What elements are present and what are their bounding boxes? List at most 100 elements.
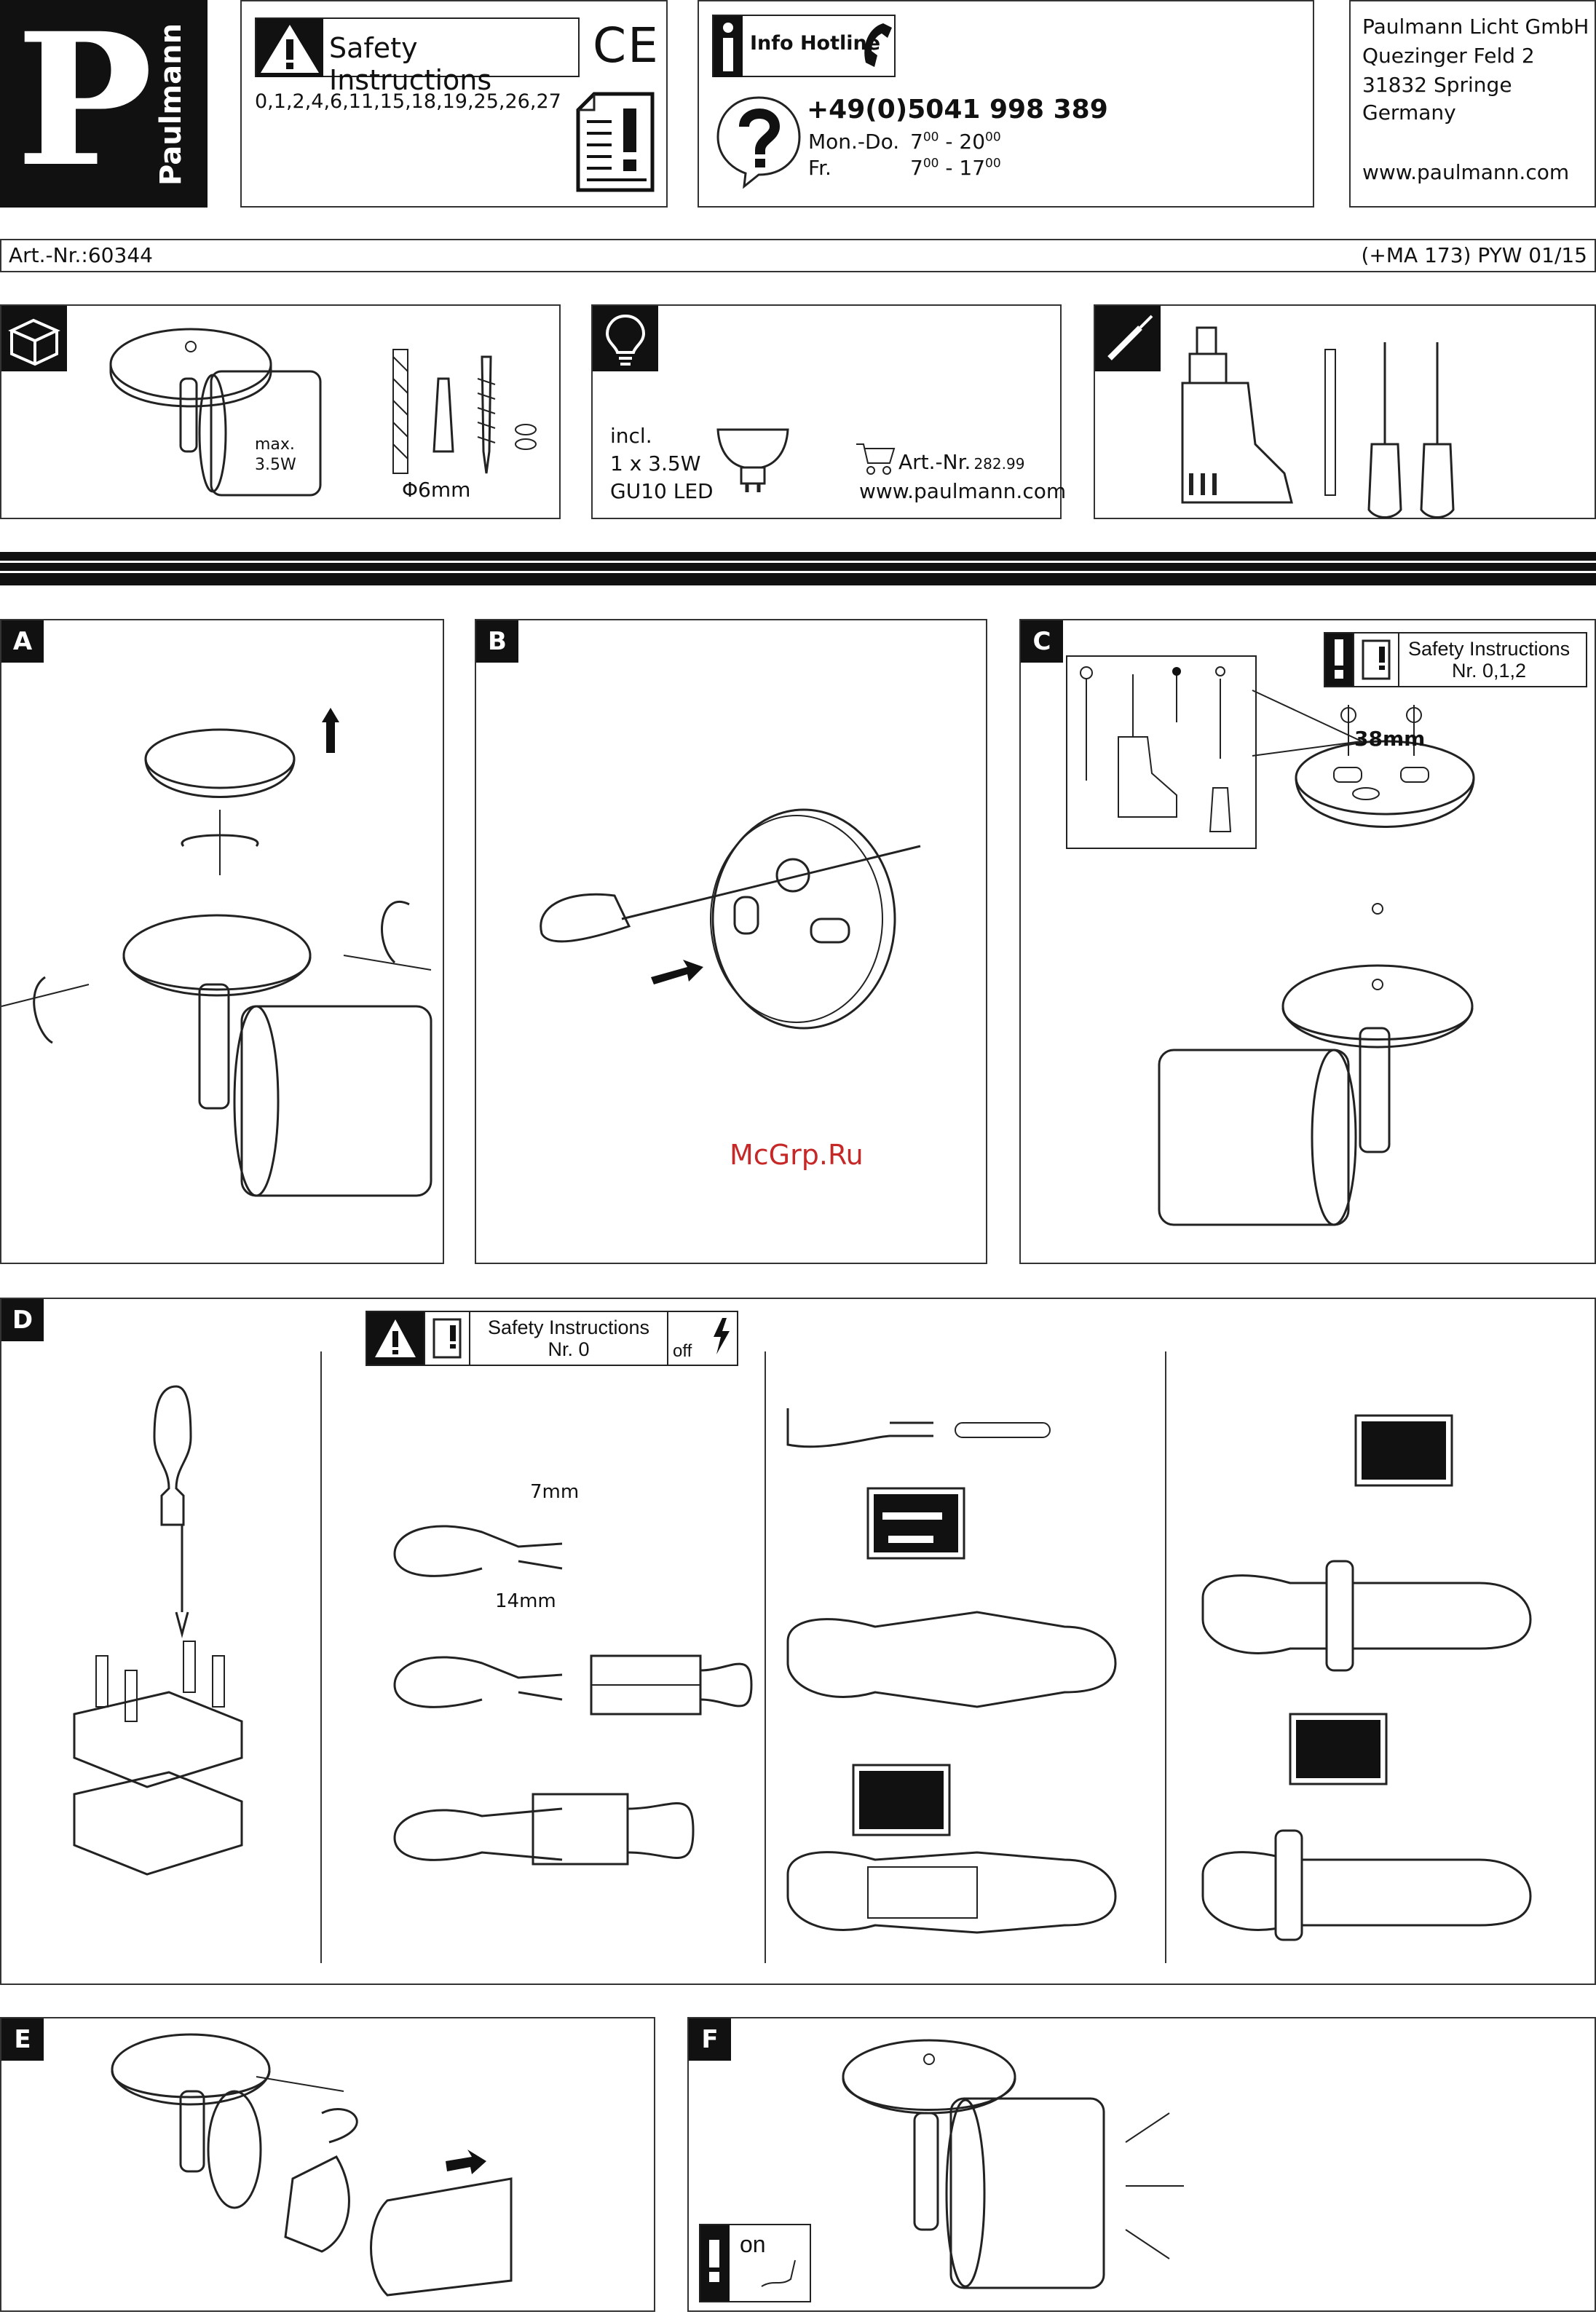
article-bar: Art.-Nr.:60344 (+MA 173) PYW 01/15 xyxy=(0,239,1596,272)
package-icon xyxy=(1,306,67,371)
paulmann-logo: P Paulmann xyxy=(0,0,208,208)
step-d-safety-nr: Nr. 0 xyxy=(548,1338,590,1360)
lightning-icon xyxy=(714,1318,730,1354)
step-d-safety-title: Safety Instructions xyxy=(487,1317,650,1338)
drill-size: 6mm xyxy=(418,478,471,502)
spotlight-drawing xyxy=(109,328,322,497)
step-e-label: E xyxy=(1,2018,44,2061)
wire-connection-drawing xyxy=(786,1408,1117,1934)
step-b-label: B xyxy=(476,620,518,663)
bulb-icon xyxy=(593,306,658,371)
step-d-safety-text: Safety Instructions Nr. 0 xyxy=(470,1312,668,1365)
hours-close-sup: 00 xyxy=(985,156,1001,171)
safety-numbers: 0,1,2,4,6,11,15,18,19,25,26,27 xyxy=(255,90,561,113)
max-label: max. xyxy=(255,435,295,454)
section-divider-line xyxy=(0,571,1596,573)
address-line: Quezinger Feld 2 xyxy=(1362,44,1535,68)
section-divider xyxy=(0,552,1596,585)
safety-title-box: Safety Instructions xyxy=(255,17,580,96)
ce-mark: CE xyxy=(593,17,660,74)
step-c-safety-box: Safety Instructions Nr. 0,1,2 xyxy=(1324,632,1587,687)
power-on-label: on xyxy=(740,2231,766,2257)
d-divider xyxy=(1165,1351,1166,1963)
exclamation-icon xyxy=(709,2240,719,2282)
contents-panel: max. 3.5W Φ6mm xyxy=(0,304,561,519)
lamp-line: 1 x 3.5W xyxy=(610,451,701,475)
warning-icon xyxy=(375,1319,416,1357)
step-c-label: C xyxy=(1021,620,1063,663)
wire-stripping-drawing xyxy=(393,1525,753,1866)
watermark: McGrp.Ru xyxy=(730,1139,864,1171)
lamp-line: incl. xyxy=(610,424,652,448)
hours-close: 17 xyxy=(959,156,986,180)
hours-sep: - xyxy=(939,130,960,154)
step-c-mounting-plate xyxy=(1295,705,1475,828)
lamp-art-prefix: Art.-Nr. xyxy=(898,450,971,474)
power-drill-drawing xyxy=(1181,326,1293,504)
hotline-box: Info Hotline +49(0)5041 998 389 Mon.-Do.… xyxy=(698,0,1314,208)
power-on-box: on xyxy=(699,2224,811,2302)
step-d-label: D xyxy=(1,1299,44,1341)
lamp-panel: incl. 1 x 3.5W GU10 LED Art.-Nr.282.99 w… xyxy=(591,304,1066,519)
safety-header-box: Safety Instructions CE 0,1,2,4,6,11,15,1… xyxy=(240,0,668,208)
logo-wordmark: Paulmann xyxy=(154,23,188,186)
hours-close-sup: 00 xyxy=(985,130,1001,145)
step-e-drawing xyxy=(111,2033,513,2297)
strip-length-label: 14mm xyxy=(495,1590,556,1612)
step-d-safety-box: Safety Instructions Nr. 0 off xyxy=(366,1311,738,1366)
manual-warning-icon xyxy=(1362,639,1391,680)
d-divider xyxy=(765,1351,766,1963)
d-divider xyxy=(320,1351,322,1963)
step-c-callout xyxy=(1066,655,1257,849)
dowel-screw-icon xyxy=(392,349,537,474)
strip-length-label: 7mm xyxy=(530,1481,580,1503)
screwdriver-tool-icon xyxy=(1095,306,1161,371)
step-c-safety-nr: Nr. 0,1,2 xyxy=(1452,660,1527,682)
hours-open: 7 xyxy=(910,130,923,154)
hotline-title-box: Info Hotline xyxy=(712,15,896,77)
lamp-line: GU10 LED xyxy=(610,479,714,503)
step-d-panel: D Safety Instructions Nr. 0 off 7mm 14mm xyxy=(0,1298,1596,1985)
step-c-panel: C Safety Instructions Nr. 0,1,2 xyxy=(1019,619,1596,1264)
manual-warning-icon xyxy=(576,92,655,192)
phi-symbol: Φ xyxy=(402,478,419,502)
step-a-drawing xyxy=(1,708,432,1197)
lamp-web: www.paulmann.com xyxy=(859,479,1067,503)
safety-title: Safety Instructions xyxy=(329,32,492,96)
step-e-panel: E xyxy=(0,2017,655,2312)
hours-days: Mon.-Do. xyxy=(808,130,900,154)
hotline-title: Info Hotline xyxy=(750,32,881,55)
info-icon xyxy=(714,16,743,77)
step-c-safety-text: Safety Instructions Nr. 0,1,2 xyxy=(1399,633,1579,686)
address-web: www.paulmann.com xyxy=(1362,160,1570,184)
tools-panel xyxy=(1094,304,1596,519)
address-line: 31832 Springe xyxy=(1362,73,1512,97)
step-f-panel: F on xyxy=(687,2017,1596,2312)
max-watt: 3.5W xyxy=(255,456,296,474)
hours-open: 7 xyxy=(910,156,923,180)
exclamation-icon xyxy=(1335,639,1343,679)
step-c-safety-title: Safety Instructions xyxy=(1408,638,1571,660)
lamp-article: Art.-Nr.282.99 xyxy=(898,450,1024,474)
section-divider-line xyxy=(0,561,1596,563)
step-a-panel: A xyxy=(0,619,444,1264)
address-line: Paulmann Licht GmbH xyxy=(1362,15,1589,39)
step-c-spotlight xyxy=(1158,903,1474,1226)
strain-relief-drawing xyxy=(1201,1414,1532,1941)
manual-warning-icon xyxy=(432,1318,462,1359)
hours-row-weekdays: Mon.-Do.700 - 2000 xyxy=(808,130,1001,154)
hours-row-friday: Fr.700 - 1700 xyxy=(808,156,1001,180)
switch-hand-icon xyxy=(761,2259,796,2287)
article-code: (+MA 173) PYW 01/15 xyxy=(1361,243,1587,267)
hours-open-sup: 00 xyxy=(923,130,939,145)
address-box: Paulmann Licht GmbH Quezinger Feld 2 318… xyxy=(1349,0,1596,208)
gu10-bulb-drawing xyxy=(716,428,789,492)
screwdrivers-drawing xyxy=(1324,342,1455,518)
hotline-phone: +49(0)5041 998 389 xyxy=(807,95,1108,125)
logo-letter: P xyxy=(16,0,153,207)
address-line: Germany xyxy=(1362,100,1456,125)
hours-sep: - xyxy=(939,156,960,180)
lamp-art-number: 282.99 xyxy=(973,455,1025,473)
hours-open-sup: 00 xyxy=(923,156,939,171)
step-c-callout-drawing xyxy=(1080,666,1232,832)
